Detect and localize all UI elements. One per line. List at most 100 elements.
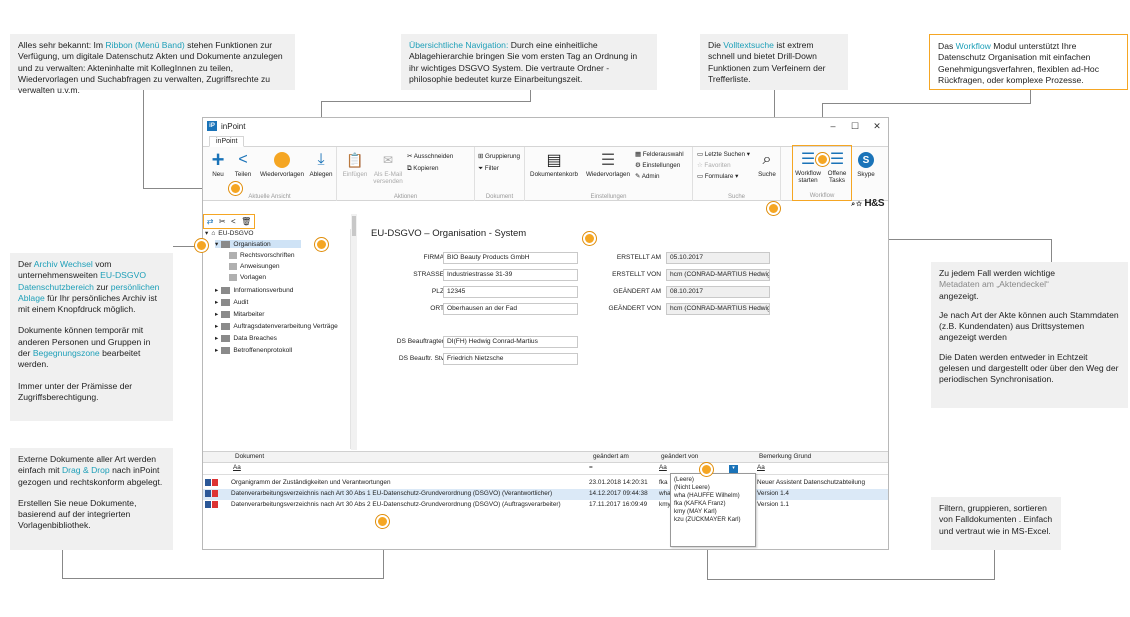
record-title: EU-DSGVO – Organisation - System — [371, 228, 527, 239]
cell-changed-by: kmy — [659, 501, 671, 508]
filter-note[interactable]: Aa — [757, 464, 765, 471]
tree-item-vorlagen[interactable]: Vorlagen — [229, 274, 266, 281]
tree-item-data-breaches[interactable]: ▸Data Breaches — [215, 334, 277, 342]
tree-root[interactable]: ▾⌂EU-DSGVO — [205, 229, 253, 238]
ds-field[interactable]: DI(FH) Hedwig Conrad-Martius — [443, 336, 578, 348]
zoom-icon[interactable]: ⌕ ☆ — [851, 201, 862, 208]
basket-icon: ▤ — [546, 152, 562, 169]
expand-icon[interactable]: ▸ — [215, 323, 219, 330]
tab-inpoint[interactable]: inPoint — [209, 136, 245, 147]
created-on-label: ERSTELLT AM — [616, 254, 661, 261]
table-row[interactable]: Datenverarbeitungsverzeichnis nach Art 3… — [203, 500, 888, 511]
skype-button[interactable]: S Skype — [854, 151, 878, 178]
new-button[interactable]: + Neu — [207, 147, 229, 178]
ann-text: Filtern, gruppieren, sortieren von Falld… — [939, 503, 1053, 536]
minimize-icon[interactable]: – — [830, 120, 836, 131]
insert-label: Einfügen — [342, 171, 368, 178]
dropdown-option[interactable]: kmy (MAY Karl) — [674, 508, 717, 516]
tree-item-rechtsvorschriften[interactable]: Rechtsvorschriften — [229, 252, 295, 259]
tree-scrollbar[interactable] — [351, 214, 357, 450]
tree-item-label: Audit — [233, 298, 249, 306]
strasse-field[interactable]: Industriestrasse 31-39 — [443, 269, 578, 281]
cell-note: Version 1.1 — [757, 501, 789, 508]
table-row[interactable]: Organigramm der Zuständigkeiten und Vera… — [203, 478, 888, 489]
filter-document[interactable]: Aa — [233, 464, 241, 471]
col-date[interactable]: geändert am — [593, 453, 629, 460]
col-document[interactable]: Dokument — [235, 453, 265, 460]
dropdown-option[interactable]: kzu (ZUCKMAYER Karl) — [674, 516, 741, 524]
tree-item-audit[interactable]: ▸ Audit — [215, 298, 248, 306]
tree-item-vertraege[interactable]: ▸Auftragsdatenverarbeitung Verträge — [215, 322, 338, 330]
insert-button[interactable]: 📋 Einfügen — [341, 151, 369, 179]
plz-field[interactable]: 12345 — [443, 286, 578, 298]
share-button[interactable]: < Teilen — [231, 151, 255, 178]
expand-icon[interactable]: ▸ — [215, 299, 219, 306]
collapse-icon[interactable]: ▾ — [215, 241, 219, 248]
cut-label: Ausschneiden — [413, 153, 454, 160]
list-clock-icon: ☰ — [600, 152, 616, 169]
tree-item-betroffenenprotokoll[interactable]: ▸Betroffenenprotokoll — [215, 346, 292, 354]
expand-icon[interactable]: ▸ — [215, 287, 219, 294]
ort-field[interactable]: Oberhausen an der Fad — [443, 303, 578, 315]
filter-date[interactable]: = — [589, 464, 593, 471]
tree-item-anweisungen[interactable]: Anweisungen — [229, 263, 280, 270]
dss-field[interactable]: Friedrich Nietzsche — [443, 353, 578, 365]
cell-note: Version 1.4 — [757, 490, 789, 497]
table-row[interactable]: Datenverarbeitungsverzeichnis nach Art 3… — [203, 489, 888, 500]
archive-switch-icon[interactable]: ⇄ — [206, 217, 214, 226]
maximize-icon[interactable]: ☐ — [850, 120, 860, 131]
favorites-button[interactable]: ☆ Favoriten — [697, 162, 731, 169]
file-label: Ablegen — [309, 171, 333, 178]
basket-button[interactable]: ▤ Dokumentenkorb — [527, 151, 581, 178]
expand-icon[interactable]: ▸ — [215, 335, 219, 342]
cut-icon[interactable]: ✂ — [218, 217, 226, 226]
fields-button[interactable]: ▦ Felderauswahl — [635, 151, 684, 158]
forms-button[interactable]: ▭ Formulare ▾ — [697, 173, 739, 180]
collapse-icon[interactable]: ▾ — [205, 230, 209, 237]
expand-icon[interactable]: ▸ — [215, 311, 219, 318]
expand-icon[interactable]: ▸ — [215, 347, 219, 354]
search-button[interactable]: ⌕ Suche — [755, 151, 779, 178]
ann-text: Zu jedem Fall werden wichtige — [939, 268, 1056, 278]
filter-dropdown-button[interactable]: ▾ — [729, 465, 738, 473]
col-changed-by[interactable]: geändert von — [661, 453, 699, 460]
resubmit-button[interactable]: Wiedervorlagen — [257, 151, 307, 178]
email-button[interactable]: ✉ Als E-Mail versenden — [371, 151, 405, 185]
admin-button[interactable]: ✎ Admin — [635, 173, 660, 180]
filter-changed-by[interactable]: Aa — [659, 464, 667, 471]
dropdown-option[interactable]: fka (KAFKA Franz) — [674, 500, 726, 508]
file-button[interactable]: ⤓ Ablegen — [307, 151, 335, 178]
cell-changed-by: wha — [659, 490, 671, 497]
cell-note: Neuer Assistent Datenschutzabteilung — [757, 479, 865, 486]
dropdown-option[interactable]: (Leere) — [674, 476, 694, 483]
settings-button[interactable]: ⚙ Einstellungen — [635, 162, 681, 169]
dropdown-option[interactable]: (Nicht Leere) — [674, 484, 710, 492]
delete-icon[interactable]: 🗑 — [241, 217, 252, 226]
col-note[interactable]: Bemerkung Grund — [759, 453, 812, 460]
dropdown-option[interactable]: wha (HAUFFE Wilhelm) — [674, 492, 740, 500]
firma-field[interactable]: BIO Beauty Products GmbH — [443, 252, 578, 264]
tree-item-informationsverbund[interactable]: ▸Informationsverbund — [215, 286, 293, 294]
tree-item-mitarbeiter[interactable]: ▸Mitarbeiter — [215, 310, 264, 318]
word-icon — [205, 479, 211, 486]
workflow-start-button[interactable]: ☰ Workflow starten — [794, 150, 822, 184]
grouping-button[interactable]: ⊞ Gruppierung — [478, 153, 521, 160]
search-label: Suche — [758, 171, 776, 178]
open-tasks-button[interactable]: ☰ Offene Tasks — [823, 150, 851, 184]
search-annotation: Die Volltextsuche ist extrem schnell und… — [700, 34, 848, 90]
resubmit2-button[interactable]: ☰ Wiedervorlagen — [583, 151, 633, 178]
marker-dot — [767, 202, 780, 215]
cell-date: 17.11.2017 16:09:49 — [589, 501, 648, 508]
ann-highlight: Workflow — [955, 41, 991, 51]
document-grid: Dokument geändert am geändert von Bemerk… — [203, 451, 888, 549]
close-icon[interactable]: ✕ — [873, 120, 881, 131]
share-small-icon[interactable]: < — [231, 217, 236, 226]
filter-button[interactable]: ⏷ Filter — [478, 165, 499, 172]
resubmit2-label: Wiedervorlagen — [585, 171, 631, 178]
tree-item-label: Anweisungen — [240, 263, 280, 270]
copy-button[interactable]: ⧉ Kopieren — [407, 165, 439, 172]
tree-item-organisation[interactable]: ▾Organisation — [215, 240, 301, 248]
window-controls: – ☐ ✕ — [822, 121, 888, 132]
last-searches-button[interactable]: ▭ Letzte Suchen ▾ — [697, 151, 750, 158]
cut-button[interactable]: ✂ Ausschneiden — [407, 153, 454, 160]
